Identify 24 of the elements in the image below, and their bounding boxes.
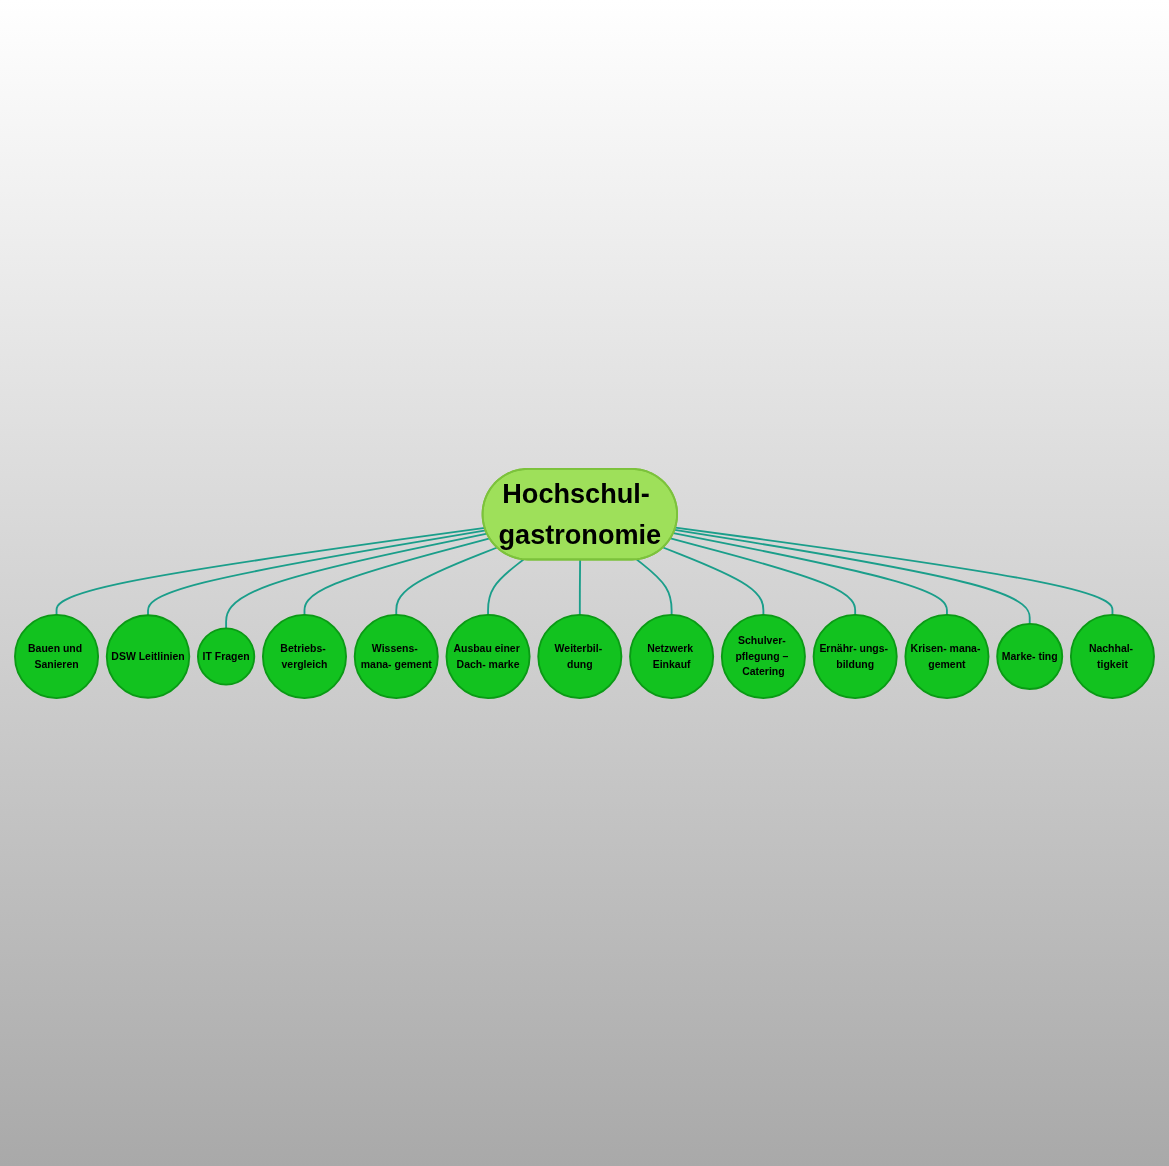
connector xyxy=(487,558,525,616)
connector xyxy=(662,546,765,616)
connector xyxy=(674,526,1114,616)
connector xyxy=(578,558,582,616)
node-circle: DSW Leitlinien xyxy=(105,613,191,699)
connector xyxy=(673,528,1031,625)
node-circle: Netzwerk Einkauf xyxy=(629,613,715,699)
node-circle: Krisen- mana- gement xyxy=(904,613,990,699)
connector xyxy=(635,558,673,616)
node-circle: Bauen und Sanieren xyxy=(14,613,100,699)
node-circle: Nachhal- tigkeit xyxy=(1069,613,1155,699)
connector xyxy=(395,546,499,616)
connector xyxy=(669,537,857,616)
node-circle: Weiterbil- dung xyxy=(537,613,623,699)
connector xyxy=(55,526,486,616)
connector xyxy=(672,531,948,616)
node-circle: Betriebs- vergleich xyxy=(262,613,347,699)
node-circle: Schulver- pflegung – Catering xyxy=(720,613,806,699)
node-circle: Ernähr- ungs- bildung xyxy=(812,613,898,699)
connector xyxy=(225,532,489,629)
node-circle: Wissens- mana- gement xyxy=(353,613,439,699)
node-circle: Ausbau einer Dach- marke xyxy=(445,613,531,699)
node-circle: IT Fragen xyxy=(197,626,256,686)
node-circle: Marke- ting xyxy=(996,622,1064,690)
